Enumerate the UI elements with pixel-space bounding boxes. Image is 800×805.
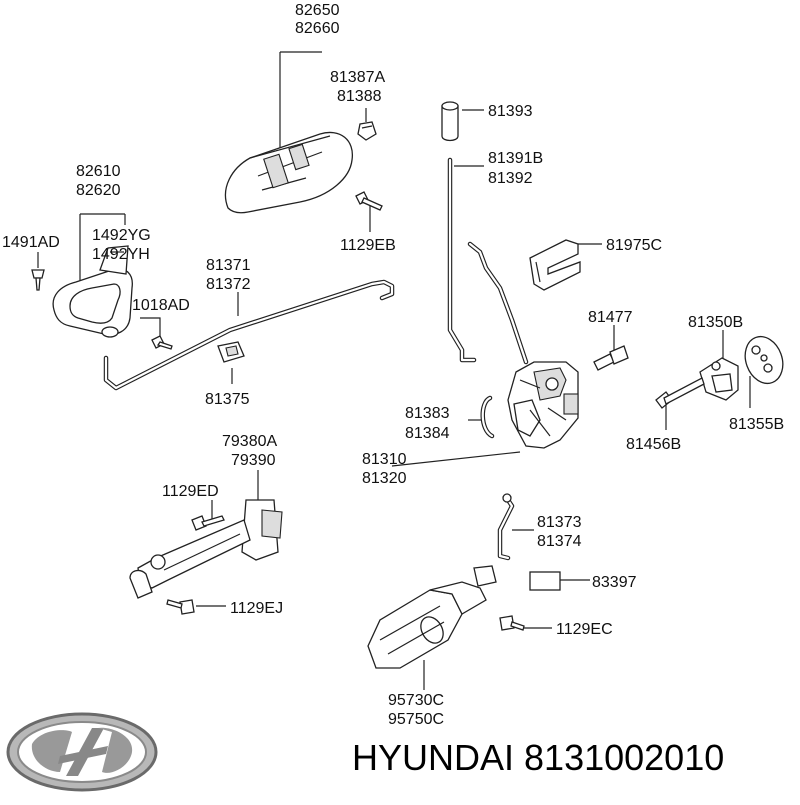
part-label: 83397 bbox=[592, 574, 637, 591]
part-label: 1129EJ bbox=[230, 600, 283, 617]
part-label: 81477 bbox=[588, 309, 633, 326]
lock-rod-part bbox=[447, 157, 477, 363]
part-label: 1129ED bbox=[162, 483, 219, 500]
part-labels: 82650 82660 81387A 81388 81393 81391B 81… bbox=[2, 2, 784, 728]
part-label: 81372 bbox=[206, 276, 251, 293]
part-label: 1491AD bbox=[2, 234, 60, 251]
part-label: 81310 bbox=[362, 451, 407, 468]
door-checker-part bbox=[129, 499, 283, 599]
screw-81477-part bbox=[593, 345, 629, 371]
part-label: 82610 bbox=[76, 163, 121, 180]
part-label: 81371 bbox=[206, 257, 251, 274]
part-label: 79390 bbox=[231, 452, 276, 469]
clip-81383-part bbox=[480, 395, 495, 439]
part-label: 81975C bbox=[606, 237, 662, 254]
part-label: 81387A bbox=[330, 69, 385, 86]
bracket-81975C-part bbox=[529, 239, 581, 291]
bolt-1129ED-part bbox=[191, 515, 225, 531]
clip-81375-part bbox=[217, 341, 245, 363]
bolt-1129EC-part bbox=[499, 615, 525, 631]
part-label: 79380A bbox=[222, 433, 277, 450]
door-latch-part bbox=[507, 361, 579, 449]
brand-caption: HYUNDAI 8131002010 bbox=[352, 737, 725, 778]
part-label: 81374 bbox=[537, 533, 582, 550]
part-label: 1018AD bbox=[132, 297, 190, 314]
hyundai-logo-icon bbox=[6, 712, 158, 792]
part-label: 81388 bbox=[337, 88, 382, 105]
part-label: 81456B bbox=[626, 436, 681, 453]
inside-handle-part bbox=[52, 245, 133, 336]
bolt-1129EJ-part bbox=[166, 599, 195, 615]
part-label: 81350B bbox=[688, 314, 743, 331]
part-label: 95750C bbox=[388, 711, 444, 728]
actuator-part bbox=[367, 565, 497, 669]
label-83397-part bbox=[529, 571, 561, 591]
bolt-1129EB-part bbox=[355, 191, 383, 211]
part-label: 82660 bbox=[295, 20, 340, 37]
actuator-rod-part bbox=[467, 241, 529, 365]
striker-plate-part bbox=[744, 335, 784, 385]
striker-part bbox=[655, 357, 739, 409]
part-label: 81355B bbox=[729, 416, 784, 433]
part-label: 81384 bbox=[405, 425, 450, 442]
part-label: 81391B bbox=[488, 150, 543, 167]
remote-rod-part bbox=[103, 279, 395, 391]
rod-cap-part bbox=[441, 101, 459, 142]
clip-81387A-part bbox=[357, 121, 377, 141]
rod-81373-part bbox=[497, 493, 515, 561]
part-label: 81383 bbox=[405, 405, 450, 422]
part-label: 1492YH bbox=[92, 246, 150, 263]
part-label: 82620 bbox=[76, 182, 121, 199]
screw-1018AD-part bbox=[101, 326, 173, 350]
part-label: 81320 bbox=[362, 470, 407, 487]
part-label: 1492YG bbox=[92, 227, 151, 244]
part-label: 81392 bbox=[488, 170, 533, 187]
part-label: 81393 bbox=[488, 103, 533, 120]
screw-1491AD-part bbox=[31, 269, 45, 291]
part-label: 81373 bbox=[537, 514, 582, 531]
outside-handle-part bbox=[224, 131, 353, 214]
part-label: 82650 bbox=[295, 2, 340, 19]
part-label: 81375 bbox=[205, 391, 250, 408]
part-label: 1129EB bbox=[340, 237, 396, 254]
part-label: 1129EC bbox=[556, 621, 613, 638]
part-label: 95730C bbox=[388, 692, 444, 709]
